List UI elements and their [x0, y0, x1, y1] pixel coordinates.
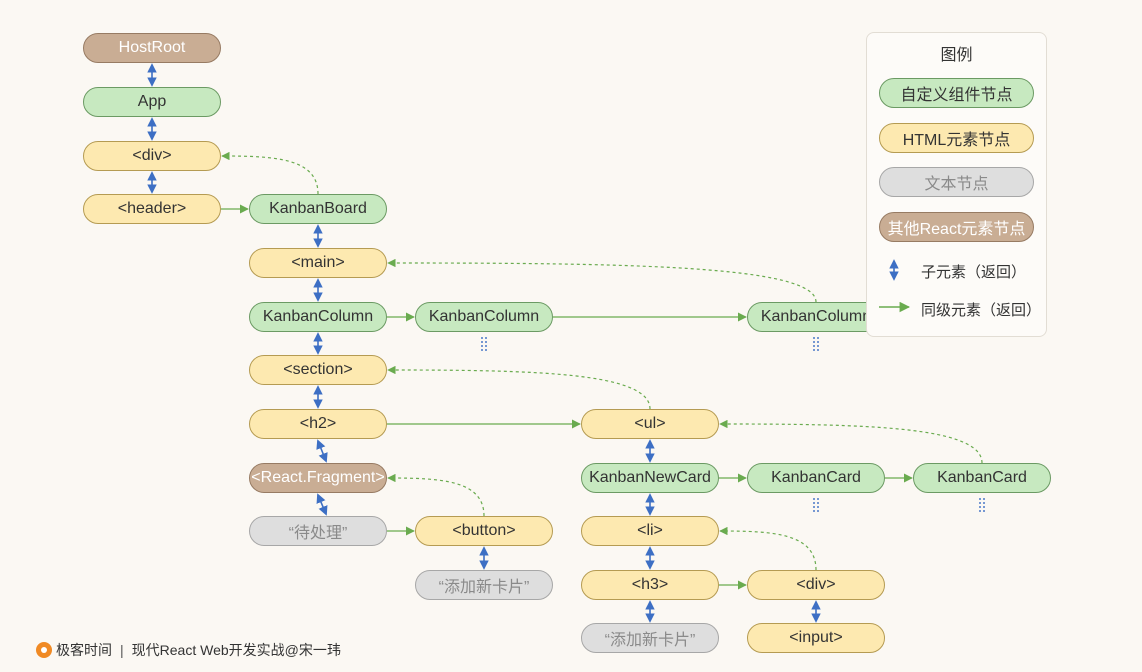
node-col3: KanbanColumn: [747, 302, 885, 332]
green-arrow-icon: [879, 301, 911, 313]
footer: 极客时间 | 现代React Web开发实战@宋一玮: [36, 640, 341, 660]
node-app: App: [83, 87, 221, 117]
node-li: <li>: [581, 516, 719, 546]
legend-item-text-node: 文本节点: [879, 167, 1034, 197]
node-text2: “添加新卡片”: [415, 570, 553, 600]
legend-item-custom-component: 自定义组件节点: [879, 78, 1034, 108]
node-section: <section>: [249, 355, 387, 385]
node-text3: “添加新卡片”: [581, 623, 719, 653]
return-edge-card2-ul: [719, 419, 983, 464]
return-edge-col3-main: [387, 258, 817, 303]
geektime-logo-icon: [36, 642, 52, 658]
node-div1: <div>: [83, 141, 221, 171]
node-newcard: KanbanNewCard: [581, 463, 719, 493]
node-kanbanboard: KanbanBoard: [249, 194, 387, 224]
legend-sibling-label: 同级元素（返回）: [921, 302, 1042, 319]
node-ul: <ul>: [581, 409, 719, 439]
node-div2: <div>: [747, 570, 885, 600]
node-text1: “待处理”: [249, 516, 387, 546]
legend-title: 图例: [940, 47, 973, 64]
node-header: <header>: [83, 194, 221, 224]
child-edge-h2-fragment: [316, 439, 328, 463]
return-edge-button-fragment: [387, 473, 485, 517]
node-input: <input>: [747, 623, 885, 653]
return-edge-kanbanboard-div1: [221, 151, 319, 195]
node-card2: KanbanCard: [913, 463, 1051, 493]
legend-panel: 图例 自定义组件节点 HTML元素节点 文本节点 其他React元素节点 子元素…: [866, 32, 1047, 337]
node-main: <main>: [249, 248, 387, 278]
node-h2: <h2>: [249, 409, 387, 439]
legend-child-label: 子元素（返回）: [921, 264, 1027, 281]
course-title: 现代React Web开发实战@宋一玮: [131, 642, 341, 658]
node-col2: KanbanColumn: [415, 302, 553, 332]
brand-name: 极客时间: [56, 642, 112, 658]
legend-item-html-element: HTML元素节点: [879, 123, 1034, 153]
double-arrow-icon: [889, 259, 899, 281]
return-edge-div2-li: [719, 526, 817, 571]
node-card1: KanbanCard: [747, 463, 885, 493]
node-button: <button>: [415, 516, 553, 546]
legend-item-other-react-element: 其他React元素节点: [879, 212, 1034, 242]
footer-separator: |: [120, 642, 124, 658]
return-edge-ul-section: [387, 365, 651, 410]
child-edge-fragment-text1: [316, 493, 328, 516]
node-fragment: <React.Fragment>: [249, 463, 387, 493]
node-hostroot: HostRoot: [83, 33, 221, 63]
node-h3: <h3>: [581, 570, 719, 600]
node-col1: KanbanColumn: [249, 302, 387, 332]
